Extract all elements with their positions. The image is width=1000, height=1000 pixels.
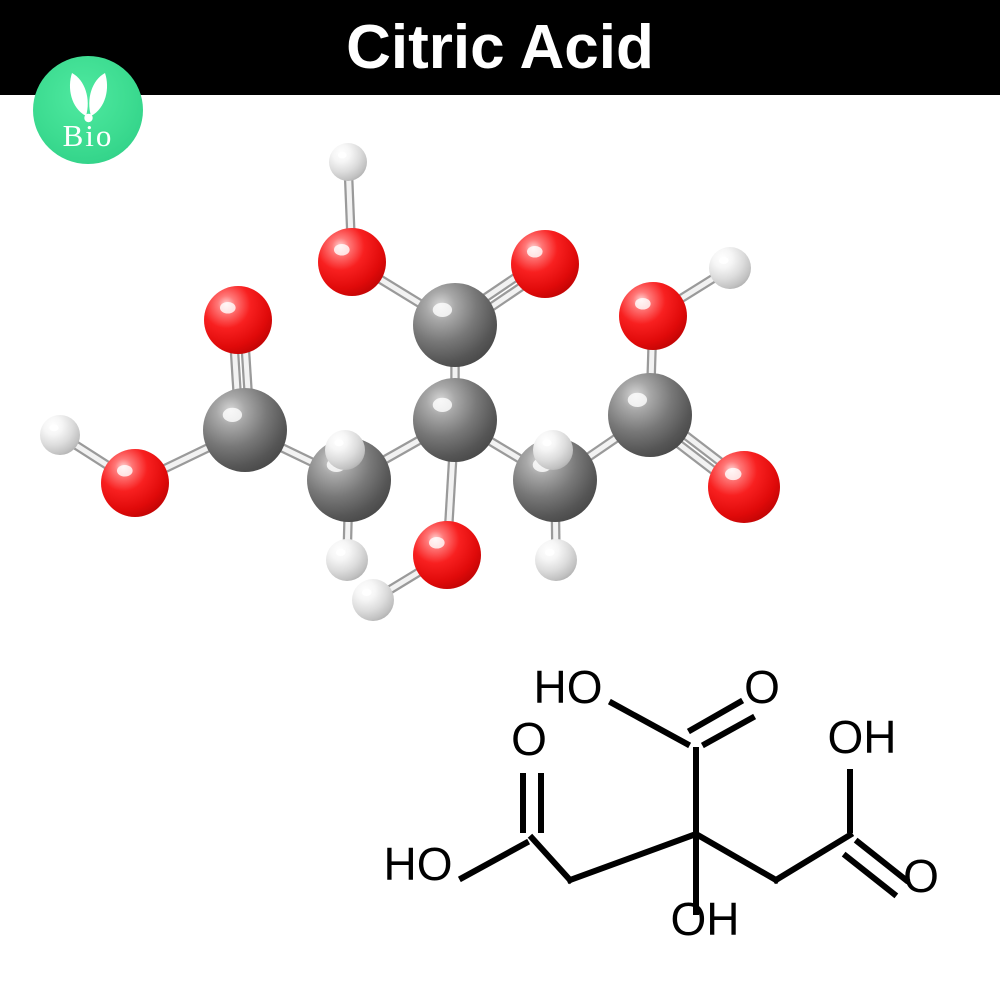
hydroxyl-bond-top xyxy=(607,698,692,749)
hydrogen-atom xyxy=(709,247,751,289)
logo-wordmark: Bio xyxy=(63,118,114,153)
header-bar xyxy=(0,0,1000,95)
bio-logo: Bio xyxy=(33,56,143,164)
oxygen-atom xyxy=(204,286,272,354)
logo-circle xyxy=(33,56,143,164)
hydrogen-atom xyxy=(533,430,573,470)
two-leaves-icon xyxy=(69,73,108,123)
oxygen-atom xyxy=(318,228,386,296)
hydrogen-atom xyxy=(40,415,80,455)
page-title: Citric Acid xyxy=(346,13,654,82)
skeleton-bond xyxy=(566,830,700,884)
hydrogen-atom xyxy=(326,539,368,581)
oxygen-atom xyxy=(708,451,780,523)
oxygen-atom xyxy=(619,282,687,350)
hydrogen-atom xyxy=(329,143,367,181)
right-carbonyl-double-a xyxy=(853,837,911,885)
formula-label-l7: OH xyxy=(671,893,740,945)
hydrogen-atom xyxy=(535,539,577,581)
carbonyl-double-bond-a xyxy=(700,713,757,749)
right-carbonyl-double-b xyxy=(841,851,899,899)
formula-label-l5: HO xyxy=(384,838,453,890)
hydrogen-atom xyxy=(352,579,394,621)
skeleton-bond xyxy=(691,829,781,885)
formula-label-l4: OH xyxy=(828,711,897,763)
left-hydroxyl-bond xyxy=(457,838,531,883)
formula-label-l6: O xyxy=(903,850,939,902)
formula-label-l2: O xyxy=(744,661,780,713)
molecule-3d-model xyxy=(0,95,1000,675)
skeleton-bond xyxy=(771,830,855,885)
formula-label-l1: HO xyxy=(534,661,603,713)
oxygen-atom xyxy=(511,230,579,298)
skeleton-bond xyxy=(527,833,575,885)
formula-label-l3: O xyxy=(511,713,547,765)
carbonyl-double-bond-b xyxy=(686,697,745,735)
carbon-atom xyxy=(608,373,692,457)
hydrogen-atom xyxy=(325,430,365,470)
oxygen-atom xyxy=(101,449,169,517)
oxygen-atom xyxy=(413,521,481,589)
carbon-atom xyxy=(203,388,287,472)
carbon-atom xyxy=(413,283,497,367)
carbon-atom xyxy=(413,378,497,462)
